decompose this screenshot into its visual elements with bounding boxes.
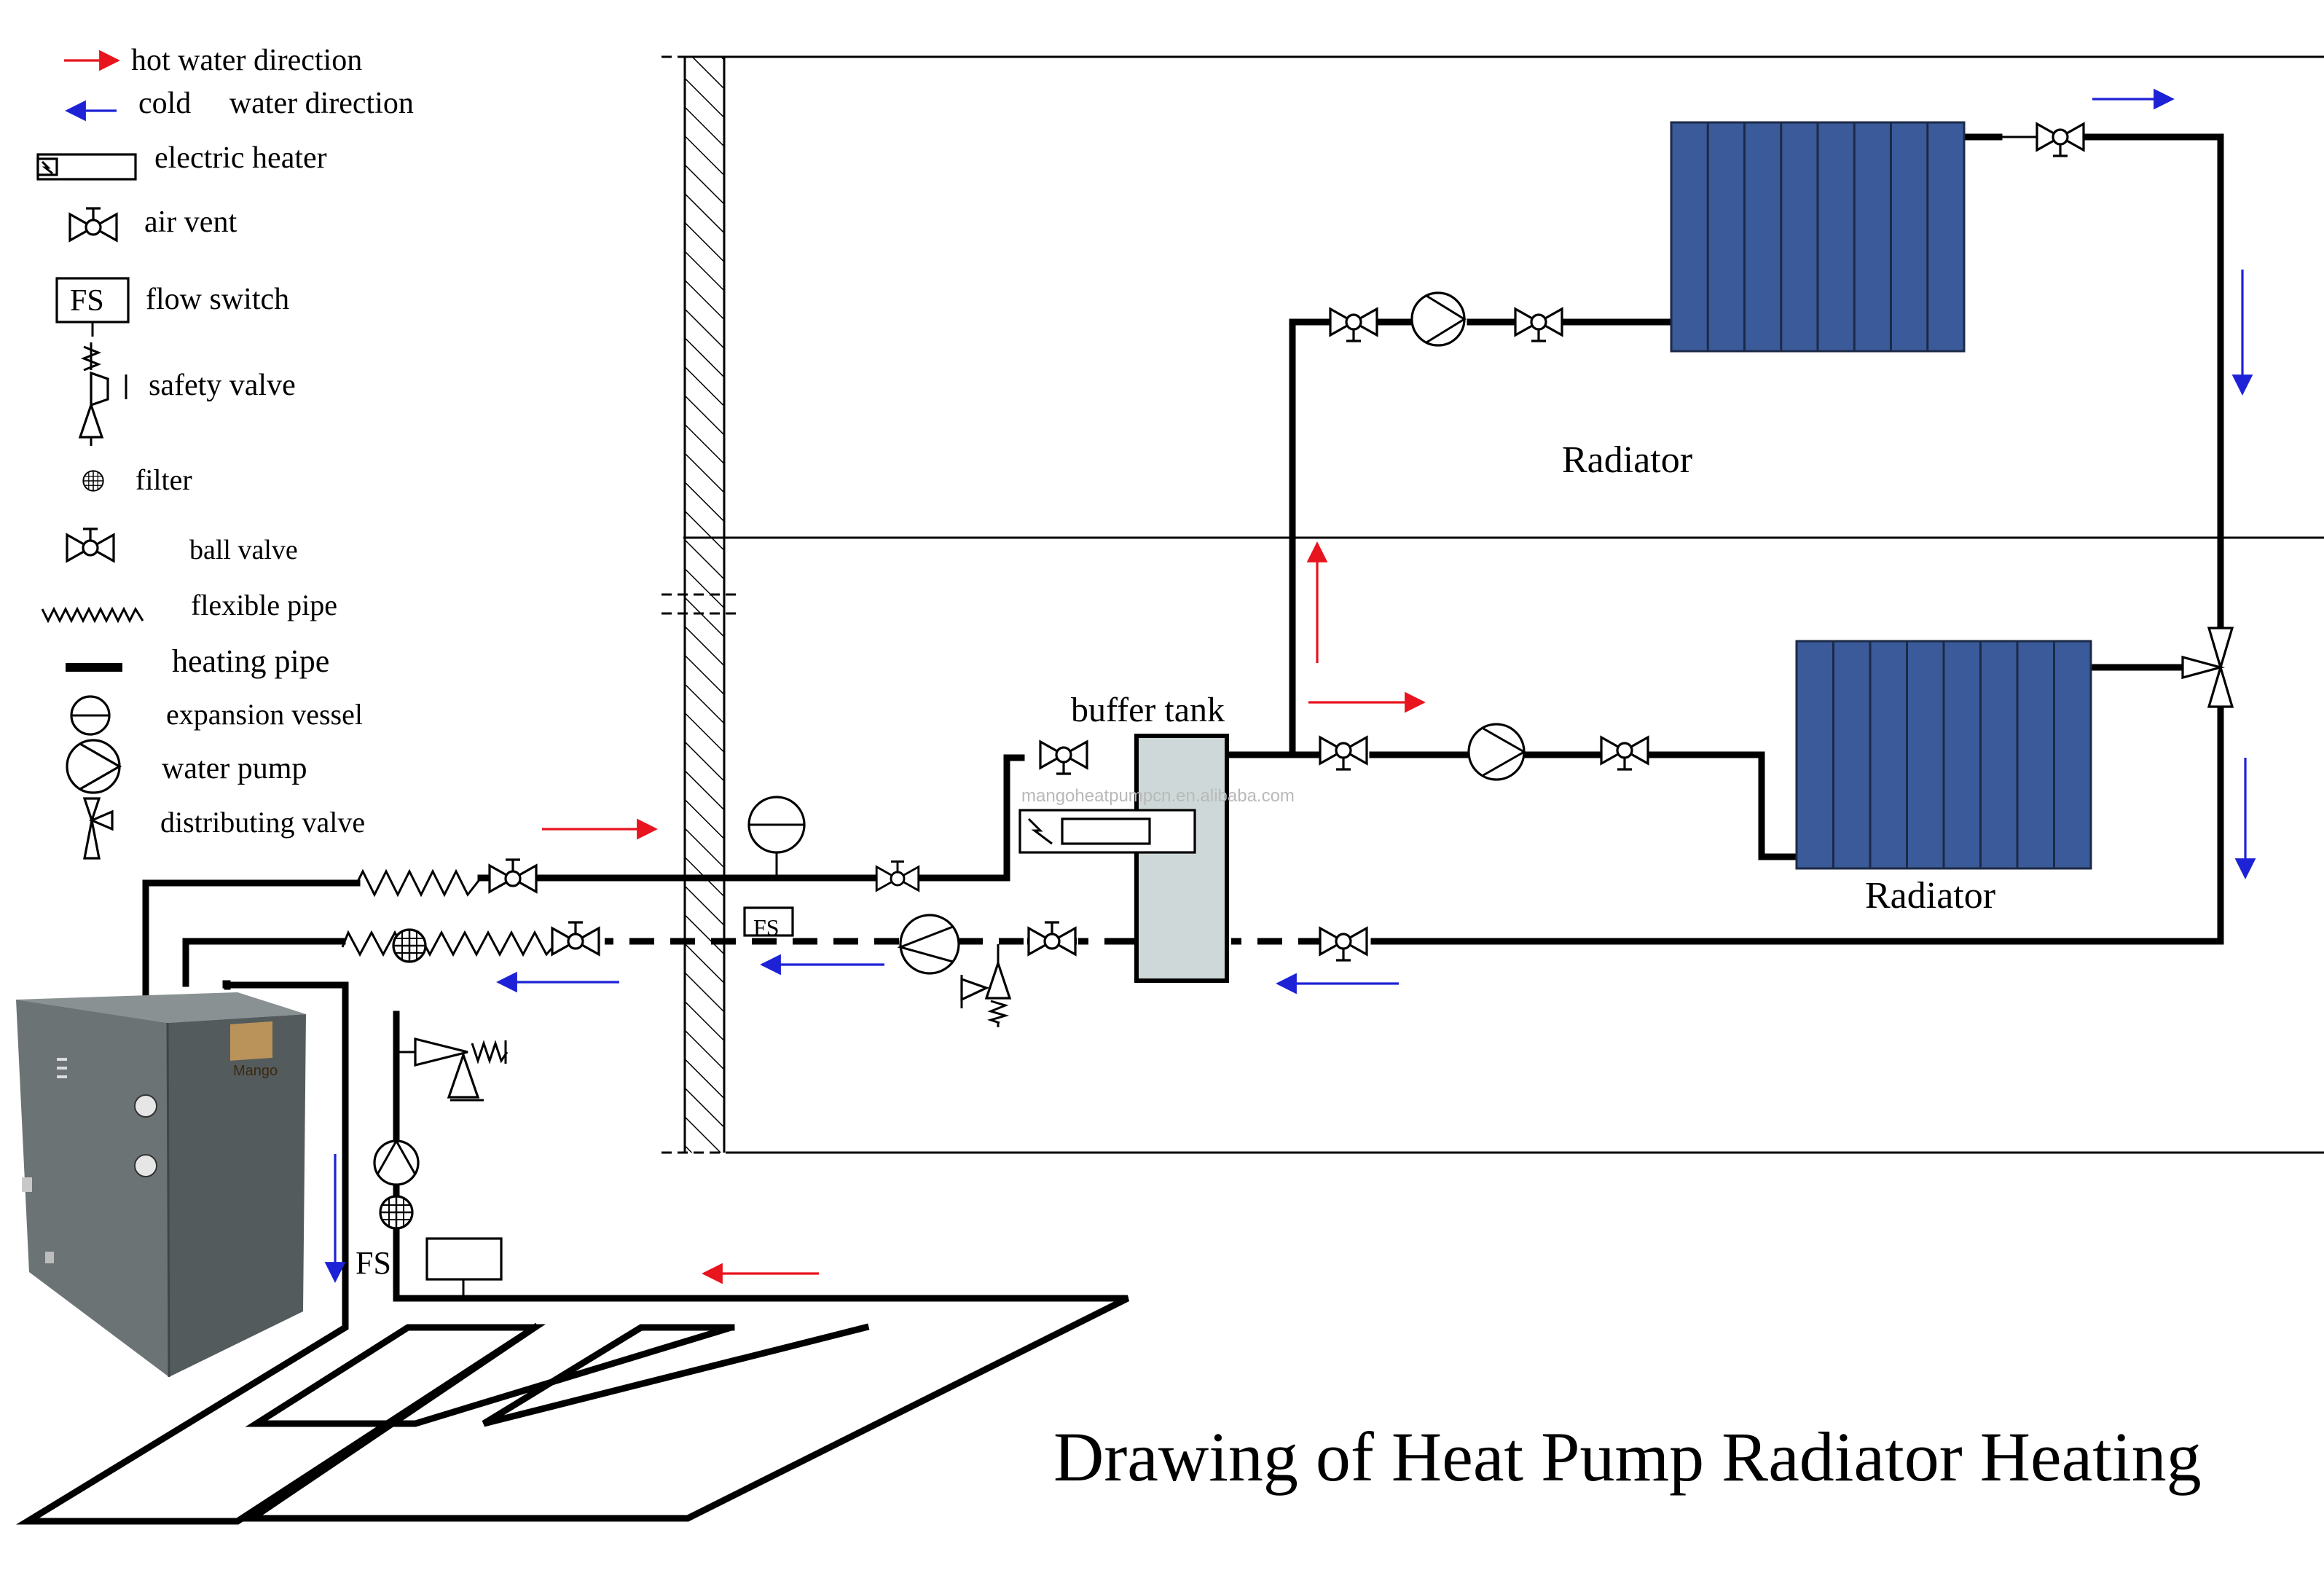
legend-label-expansion-vessel: expansion vessel	[166, 698, 363, 731]
ball-valve-lower-branch-2	[1600, 736, 1649, 771]
flexible-pipe-return	[341, 930, 560, 957]
diagram-title: Drawing of Heat Pump Radiator Heating	[1053, 1418, 2202, 1496]
legend-label-flow-switch: flow switch	[146, 283, 289, 316]
water-pump-upper-branch	[1410, 291, 1467, 347]
legend-distributing-valve-icon	[82, 797, 114, 860]
components: FS	[341, 122, 2234, 1298]
radiator-upper-label: Radiator	[1562, 439, 1692, 481]
radiator-upper	[1670, 121, 1966, 353]
ball-valve-upper-branch-1	[1329, 307, 1378, 342]
legend-expansion-vessel-icon	[70, 695, 111, 736]
legend-flexible-pipe-icon	[41, 606, 144, 624]
ball-valve-return-radiator	[1319, 927, 1368, 962]
ball-valve-return-outdoor	[551, 921, 600, 956]
building-outline	[683, 55, 2324, 1154]
radiator-lower	[1795, 640, 2092, 870]
legend-water-pump-icon	[66, 739, 121, 794]
legend-label-air-vent: air vent	[144, 205, 237, 239]
legend-label-safety-valve: safety valve	[149, 369, 296, 402]
safety-valve-outdoor	[396, 1037, 509, 1102]
svg-text:FS: FS	[70, 284, 104, 318]
legend-safety-valve-icon	[78, 342, 127, 446]
wall	[662, 55, 736, 1154]
ball-valve-tank-inlet	[1039, 740, 1088, 775]
flow-switch-outdoor	[425, 1237, 503, 1298]
legend-label-heater: electric heater	[154, 141, 327, 175]
legend-label-water-pump: water pump	[162, 752, 307, 785]
floor-heating-loop	[15, 981, 1130, 1525]
legend-heating-pipe-icon	[66, 663, 122, 672]
buffer-tank-label: buffer tank	[1071, 691, 1225, 729]
water-pump-lower-branch	[1467, 723, 1527, 781]
flexible-pipe-supply	[356, 868, 482, 898]
radiator-lower-label: Radiator	[1865, 875, 1995, 917]
flow-arrows	[324, 88, 2256, 1284]
heat-pump-unit: Mango	[16, 992, 306, 1378]
ball-valve-upper-branch-2	[1514, 307, 1563, 342]
buffer-tank	[1018, 734, 1229, 983]
ball-valve-supply-indoor	[875, 860, 920, 892]
ball-valve-lower-branch-1	[1319, 736, 1368, 771]
legend-label-heating-pipe: heating pipe	[172, 643, 329, 679]
unit-brand: Mango	[233, 1063, 278, 1079]
expansion-vessel	[747, 796, 806, 878]
legend-label-ball-valve: ball valve	[189, 535, 298, 565]
legend-filter-icon	[82, 470, 104, 492]
filter-return	[392, 928, 427, 963]
distributing-valve	[2181, 627, 2234, 708]
heating-pipes	[142, 133, 2224, 1000]
ball-valve-return-indoor	[1027, 921, 1077, 956]
filter-outdoor	[379, 1195, 414, 1230]
flow-switch-outdoor-label: FS	[356, 1245, 391, 1281]
legend-label-flexible-pipe: flexible pipe	[191, 589, 337, 621]
ball-valve-upper-return	[2036, 122, 2085, 157]
watermark: mangoheatpumpcn.en.alibaba.com	[1021, 786, 1295, 806]
svg-text:FS: FS	[753, 914, 780, 941]
water-pump-outdoor	[373, 1138, 420, 1186]
legend-electric-heater-icon	[36, 153, 137, 181]
safety-valve-indoor	[960, 944, 1012, 1027]
flow-switch-indoor: FS	[743, 906, 794, 941]
legend-label-distributing-valve: distributing valve	[160, 806, 365, 839]
legend-flow-switch-icon: FS	[55, 277, 130, 337]
legend-ball-valve-icon	[66, 527, 115, 562]
legend-label-cold: cold water direction	[138, 87, 414, 120]
legend-label-filter: filter	[136, 463, 192, 496]
legend-label-hot: hot water direction	[131, 44, 362, 77]
legend-air-vent-icon	[68, 207, 118, 242]
ball-valve-supply-outdoor	[488, 858, 538, 893]
legend: hot water direction cold water direction…	[36, 44, 414, 860]
water-pump-return	[897, 914, 960, 975]
